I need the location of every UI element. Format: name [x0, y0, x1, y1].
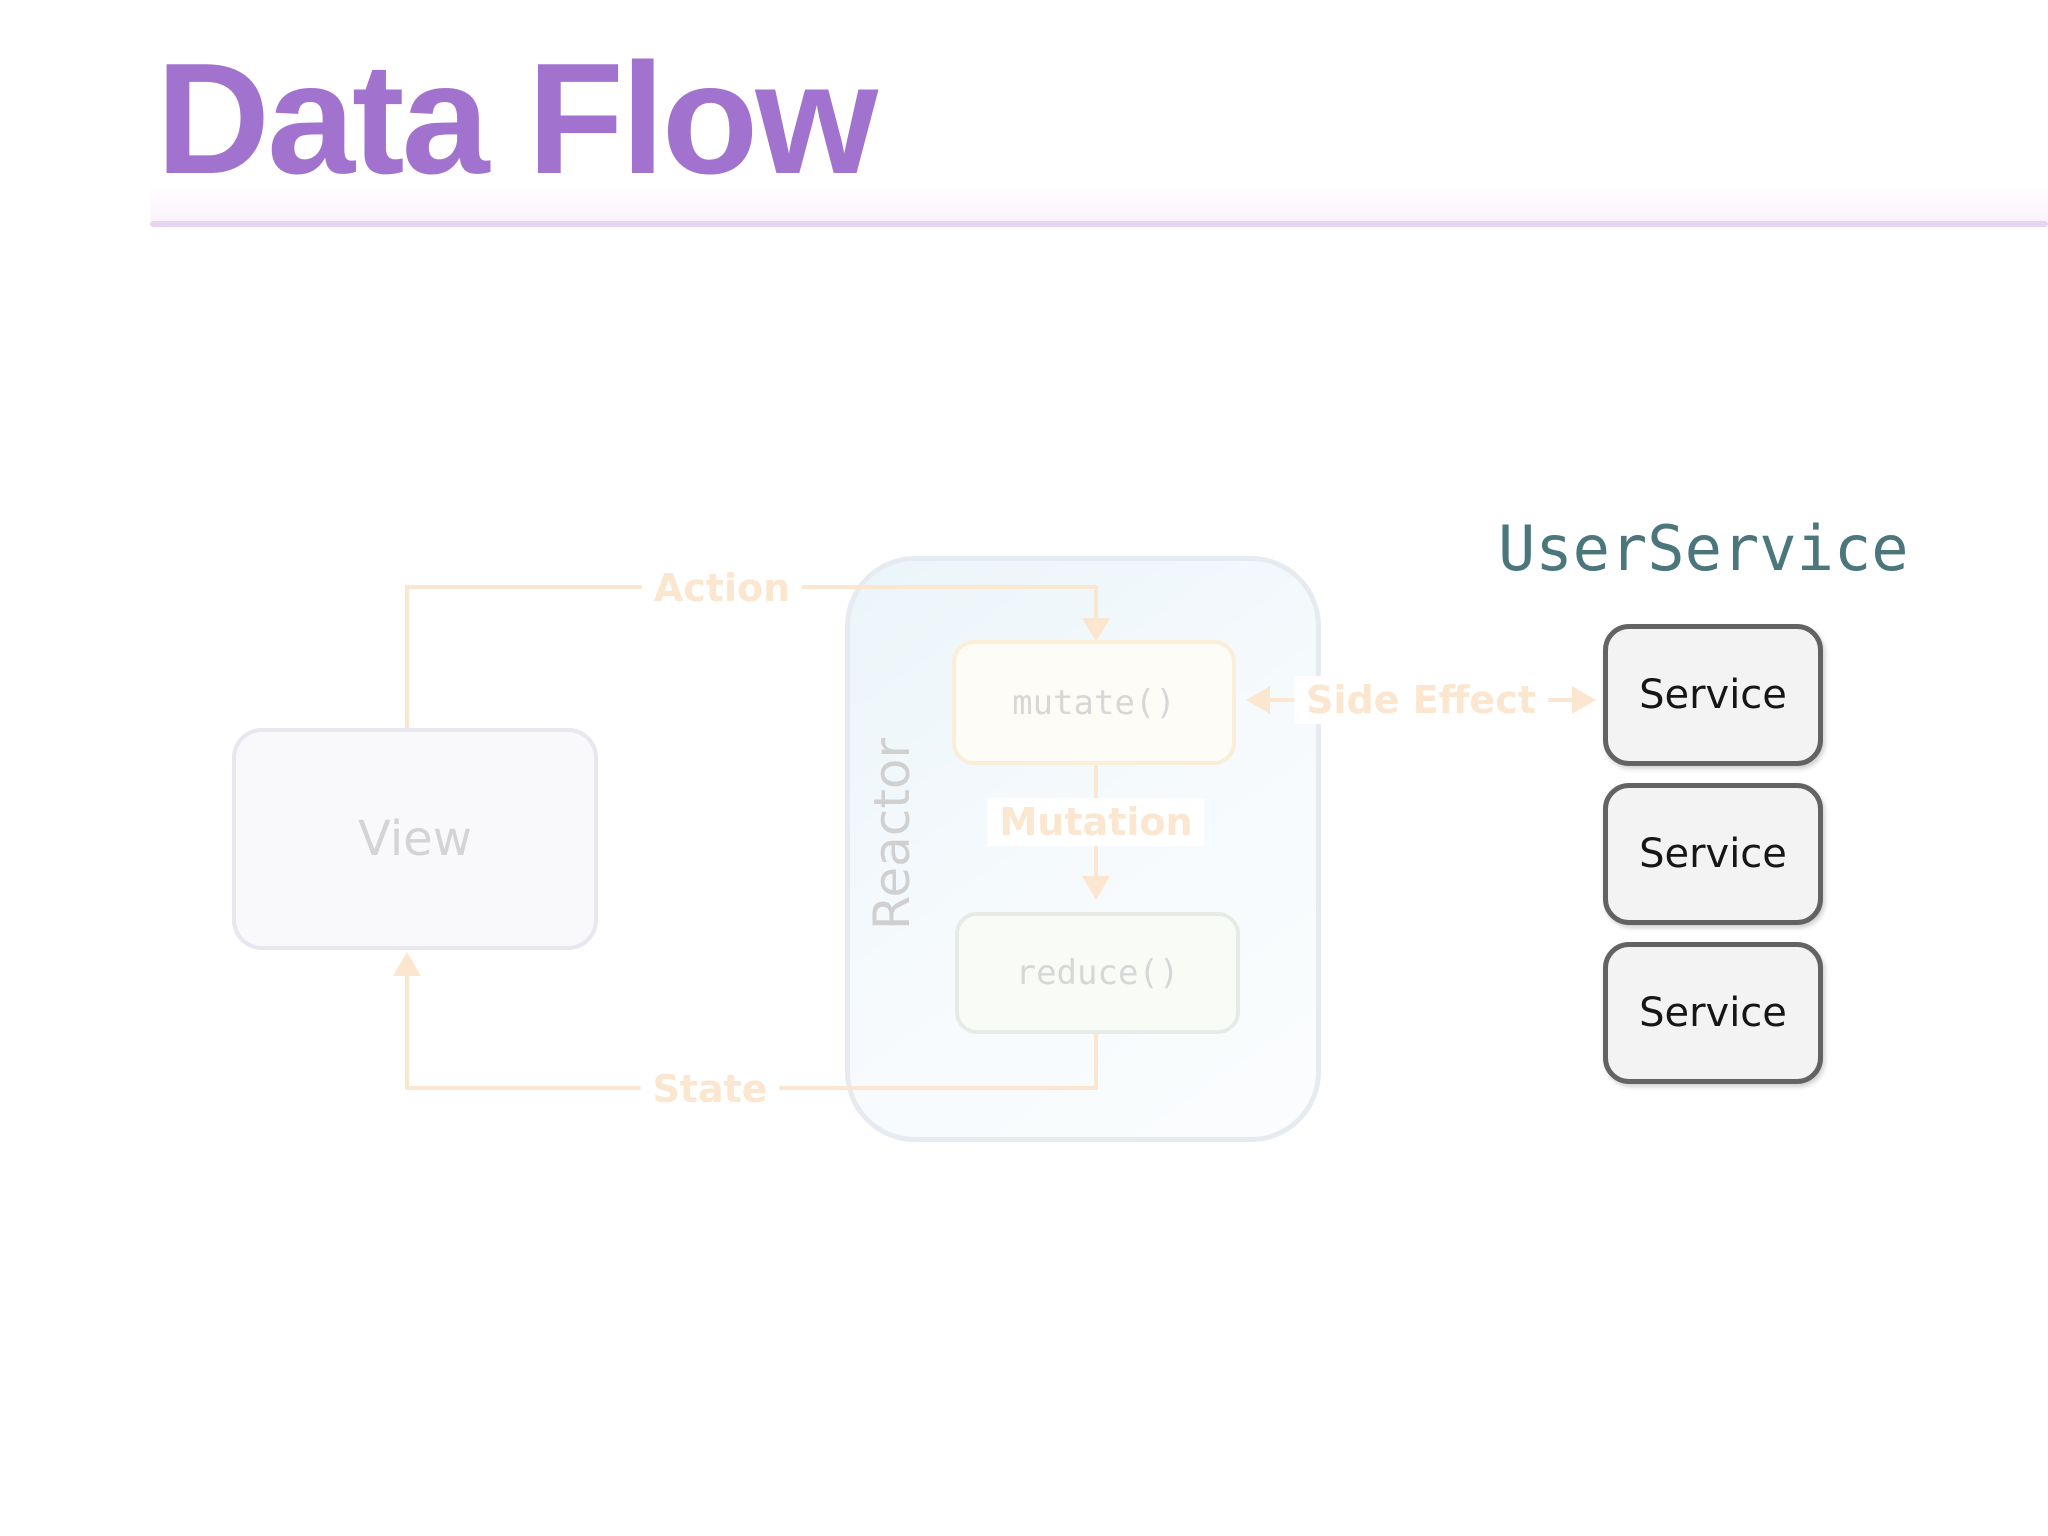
view-box-label: View: [358, 811, 472, 867]
page-title: Data Flow: [156, 31, 878, 207]
mutate-box: mutate(): [952, 640, 1236, 765]
service-box: Service: [1603, 783, 1823, 925]
title-underline-glow: [150, 185, 2048, 221]
title-underline: [150, 221, 2048, 227]
side-effect-label: Side Effect: [1294, 676, 1548, 724]
action-label: Action: [641, 564, 803, 612]
action-arrowhead-icon: [1082, 618, 1110, 642]
reactor-label: Reactor: [863, 737, 921, 931]
service-box-label: Service: [1639, 672, 1787, 718]
mutate-box-label: mutate(): [1012, 682, 1176, 723]
action-flow-line: [405, 585, 1098, 728]
mutation-arrowhead-icon: [1082, 876, 1110, 900]
service-box: Service: [1603, 624, 1823, 766]
reduce-box-label: reduce(): [1015, 953, 1180, 993]
user-service-title: UserService: [1498, 512, 1909, 585]
state-flow-line: [405, 966, 1098, 1090]
state-arrowhead-icon: [393, 952, 421, 976]
state-label: State: [640, 1065, 780, 1113]
reduce-box: reduce(): [955, 912, 1240, 1034]
reactor-container: [845, 556, 1321, 1142]
service-box-label: Service: [1639, 831, 1787, 877]
side-effect-right-arrowhead-icon: [1572, 686, 1596, 714]
service-box: Service: [1603, 942, 1823, 1084]
view-box: View: [232, 728, 598, 950]
service-box-label: Service: [1639, 990, 1787, 1036]
mutation-label: Mutation: [987, 798, 1205, 846]
side-effect-left-arrowhead-icon: [1246, 686, 1270, 714]
